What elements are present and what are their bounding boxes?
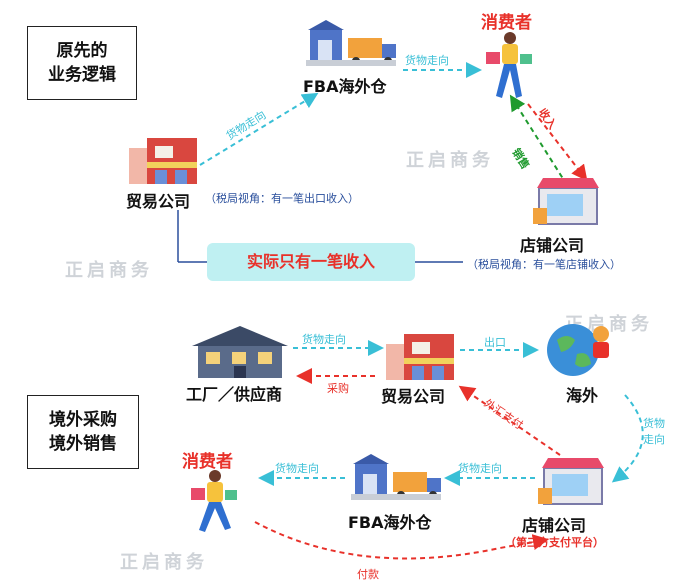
goods-flow-label-overseas-store: 货物 走向 bbox=[643, 417, 665, 446]
goods-flow-label-store-fba: 货物走向 bbox=[458, 462, 502, 475]
goods-flow-label-fba-consumer: 货物走向 bbox=[405, 54, 449, 67]
fba-label-bottom: FBA海外仓 bbox=[348, 513, 432, 532]
store-icon bbox=[533, 178, 599, 225]
watermark: 正启商务 bbox=[406, 150, 494, 171]
trade-company-icon bbox=[386, 334, 454, 380]
goods-flow-label-fba-consumer-2: 货物走向 bbox=[275, 462, 319, 475]
bottom-section-title: 境外采购 境外销售 bbox=[27, 395, 139, 469]
arrow-income bbox=[527, 103, 588, 182]
warehouse-icon bbox=[351, 454, 441, 500]
arrow-fx-payment bbox=[458, 385, 561, 456]
store-label-bottom: 店铺公司 bbox=[522, 516, 587, 535]
third-party-label: （第三方支付平台） bbox=[505, 536, 604, 549]
warehouse-icon bbox=[306, 20, 396, 66]
goods-flow-label-factory-trade: 货物走向 bbox=[302, 333, 346, 346]
store-icon bbox=[538, 458, 604, 505]
consumer-label-top: 消费者 bbox=[481, 13, 532, 33]
arrow-sales bbox=[509, 94, 568, 186]
store-tax-note: （税局视角：有一笔店铺收入） bbox=[467, 258, 621, 271]
trade-company-label-bottom: 贸易公司 bbox=[381, 387, 446, 406]
fba-label-top: FBA海外仓 bbox=[303, 77, 387, 96]
store-label-top: 店铺公司 bbox=[520, 236, 585, 255]
consumer-label-bottom: 消费者 bbox=[182, 452, 233, 472]
arrow-trade-to-fba bbox=[199, 92, 319, 166]
trade-company-icon bbox=[129, 138, 197, 184]
purchase-label: 采购 bbox=[327, 382, 349, 395]
overseas-label: 海外 bbox=[566, 386, 599, 405]
globe-icon bbox=[547, 324, 609, 376]
trade-company-label-top: 贸易公司 bbox=[126, 192, 191, 211]
top-section-title: 原先的 业务逻辑 bbox=[27, 26, 137, 100]
arrow-overseas-to-store bbox=[611, 394, 644, 483]
single-income-callout: 实际只有一笔收入 bbox=[207, 243, 415, 281]
shopper-icon bbox=[191, 470, 237, 532]
watermark: 正启商务 bbox=[65, 260, 153, 281]
payment-label: 付款 bbox=[357, 568, 379, 581]
factory-label: 工厂／供应商 bbox=[186, 385, 283, 404]
export-label: 出口 bbox=[484, 336, 506, 349]
shopper-icon bbox=[486, 32, 532, 98]
arrow-payment bbox=[254, 521, 549, 560]
trade-tax-note: （税局视角：有一笔出口收入） bbox=[205, 192, 359, 205]
factory-icon bbox=[192, 326, 288, 378]
watermark: 正启商务 bbox=[120, 552, 208, 573]
